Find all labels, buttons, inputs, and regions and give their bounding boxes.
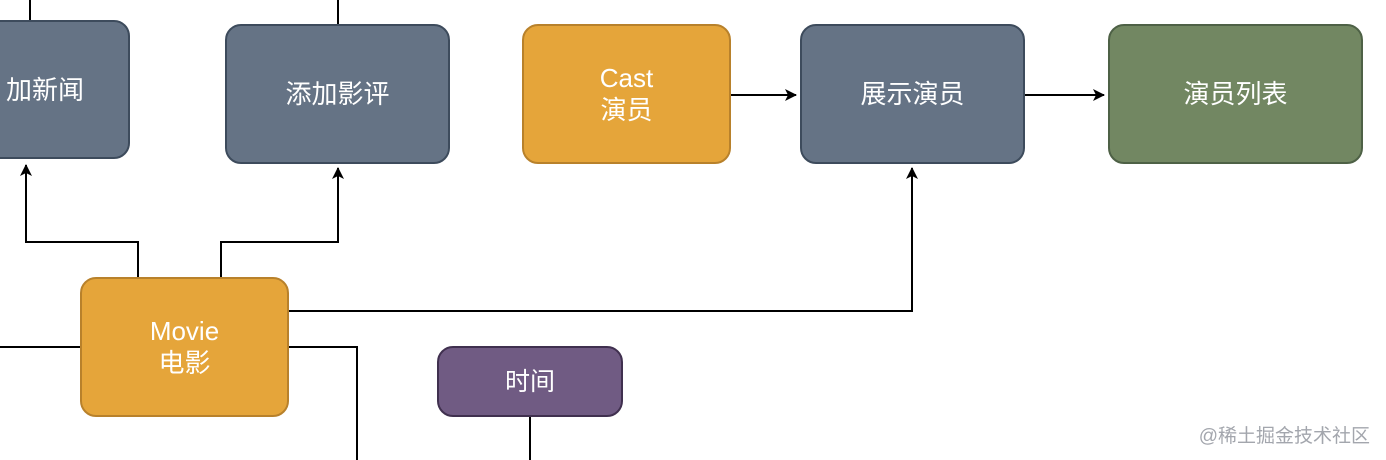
edge-movie-to-add-review bbox=[220, 167, 344, 277]
node-cast[interactable]: Cast 演员 bbox=[522, 24, 731, 164]
node-add-review-label: 添加影评 bbox=[285, 79, 390, 109]
node-show-cast[interactable]: 展示演员 bbox=[800, 24, 1025, 164]
node-cast-label-en: Cast bbox=[599, 63, 654, 93]
node-show-cast-label: 展示演员 bbox=[860, 79, 965, 109]
watermark: @稀土掘金技术社区 bbox=[1198, 426, 1370, 447]
node-movie-label-en: Movie bbox=[149, 316, 220, 346]
node-add-news-label: 加新闻 bbox=[5, 74, 84, 105]
node-time[interactable]: 时间 bbox=[437, 346, 623, 417]
node-movie-label-zh: 电影 bbox=[158, 348, 211, 378]
node-cast-list[interactable]: 演员列表 bbox=[1108, 24, 1363, 164]
node-add-review[interactable]: 添加影评 bbox=[225, 24, 450, 164]
edge-movie-to-add-news bbox=[20, 164, 139, 277]
node-add-news[interactable]: 加新闻 bbox=[0, 20, 130, 159]
node-cast-label-zh: 演员 bbox=[600, 95, 653, 125]
edge-movie-to-show-cast bbox=[289, 167, 918, 312]
edge-movie-offscreen-bottom bbox=[289, 346, 358, 460]
node-movie[interactable]: Movie 电影 bbox=[80, 277, 289, 417]
node-cast-list-label: 演员列表 bbox=[1183, 79, 1288, 109]
node-time-label: 时间 bbox=[504, 367, 555, 396]
